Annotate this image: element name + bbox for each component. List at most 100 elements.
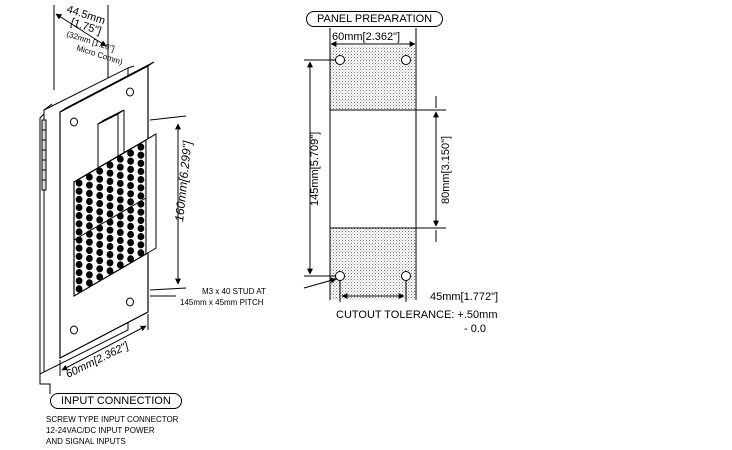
- led-dot: [75, 269, 83, 277]
- led-dot: [96, 232, 104, 240]
- panel-width-dimension: 60mm[2.362"]: [332, 31, 400, 43]
- led-dot: [106, 267, 114, 275]
- input-connection-notes: SCREW TYPE INPUT CONNECTOR 12-24VAC/DC I…: [46, 414, 178, 447]
- input-connection-line1: SCREW TYPE INPUT CONNECTOR: [46, 415, 179, 424]
- led-dot: [86, 173, 93, 181]
- led-dot: [127, 239, 134, 247]
- led-dot: [116, 171, 124, 179]
- led-dot: [75, 285, 83, 293]
- input-connection-line2: 12-24VAC/DC INPUT POWER: [46, 426, 155, 435]
- led-dot: [86, 181, 93, 189]
- led-dot: [137, 151, 145, 159]
- led-dot: [137, 216, 145, 224]
- input-connection-title: INPUT CONNECTION: [50, 393, 182, 409]
- led-dot: [137, 184, 145, 192]
- led-dot: [86, 214, 93, 222]
- led-dot: [86, 197, 93, 206]
- led-dot: [127, 255, 134, 263]
- led-dot: [75, 179, 83, 187]
- led-dot: [75, 252, 83, 260]
- led-dot: [137, 176, 145, 184]
- led-dot: [127, 222, 134, 230]
- led-dot: [127, 149, 134, 157]
- led-dot: [137, 233, 145, 241]
- led-dot: [137, 159, 145, 167]
- led-dot: [127, 214, 134, 222]
- led-dot: [116, 228, 124, 236]
- led-dot: [137, 143, 145, 151]
- led-dot: [96, 216, 104, 224]
- panel-cutout-view: [303, 28, 446, 302]
- led-dot: [96, 208, 104, 216]
- led-dot: [75, 277, 83, 285]
- led-dot: [106, 185, 114, 194]
- led-dot-matrix: [75, 143, 145, 293]
- led-dot: [75, 203, 83, 212]
- led-dot: [86, 246, 93, 254]
- led-dot: [127, 198, 134, 206]
- led-dot: [86, 206, 93, 214]
- led-dot: [96, 248, 104, 257]
- led-dot: [127, 182, 134, 190]
- led-dot: [106, 194, 114, 202]
- led-dot: [106, 169, 114, 177]
- led-dot: [75, 236, 83, 244]
- led-dot: [106, 251, 114, 259]
- led-dot: [106, 226, 114, 234]
- led-dot: [116, 220, 124, 228]
- cutout-height-dimension: 80mm[3.150"]: [440, 136, 452, 204]
- isometric-display-view: [39, 5, 187, 394]
- led-dot: [127, 173, 134, 182]
- led-dot: [116, 204, 124, 212]
- led-dot: [96, 183, 104, 191]
- led-dot: [127, 165, 134, 173]
- stud-note-line1: M3 x 40 STUD AT: [202, 287, 266, 296]
- led-dot: [75, 244, 83, 252]
- led-dot: [106, 218, 114, 226]
- led-dot: [116, 236, 124, 245]
- led-dot: [116, 188, 124, 196]
- led-dot: [75, 195, 83, 203]
- led-dot: [137, 167, 145, 176]
- led-dot: [75, 212, 83, 220]
- led-dot: [137, 249, 145, 257]
- led-dot: [127, 206, 134, 214]
- led-dot: [96, 224, 104, 232]
- led-dot: [106, 177, 114, 185]
- led-dot: [86, 238, 93, 246]
- led-dot: [116, 212, 124, 220]
- led-dot: [137, 241, 145, 249]
- led-dot: [75, 260, 83, 269]
- led-dot: [106, 242, 114, 251]
- led-dot: [86, 222, 93, 230]
- led-dot: [106, 202, 114, 210]
- led-dot: [86, 189, 93, 197]
- led-dot: [137, 192, 145, 200]
- horizontal-pitch-dimension: 45mm[1.772"]: [430, 291, 498, 303]
- led-dot: [96, 257, 104, 265]
- led-dot: [116, 196, 124, 204]
- led-dot: [116, 245, 124, 253]
- cutout-tolerance-minus: - 0.0: [464, 323, 486, 335]
- led-dot: [137, 208, 145, 216]
- led-dot: [96, 175, 104, 183]
- led-dot: [86, 254, 93, 263]
- led-dot: [86, 271, 93, 279]
- height-dimension: 160mm[6.299"]: [172, 140, 194, 223]
- stud-note-line2: 145mm x 45mm PITCH: [180, 298, 264, 307]
- led-dot: [75, 228, 83, 236]
- stud-note: M3 x 40 STUD AT 145mm x 45mm PITCH: [180, 286, 266, 308]
- led-dot: [137, 224, 145, 233]
- led-dot: [127, 230, 134, 239]
- led-dot: [106, 259, 114, 267]
- led-dot: [116, 179, 124, 188]
- led-dot: [86, 279, 93, 287]
- stud-pitch-dimension: 145mm[5.709"]: [309, 132, 321, 206]
- led-dot: [86, 230, 93, 238]
- led-dot: [106, 234, 114, 242]
- led-dot: [116, 163, 124, 171]
- led-dot: [127, 247, 134, 255]
- led-dot: [127, 190, 134, 198]
- led-dot: [75, 220, 83, 228]
